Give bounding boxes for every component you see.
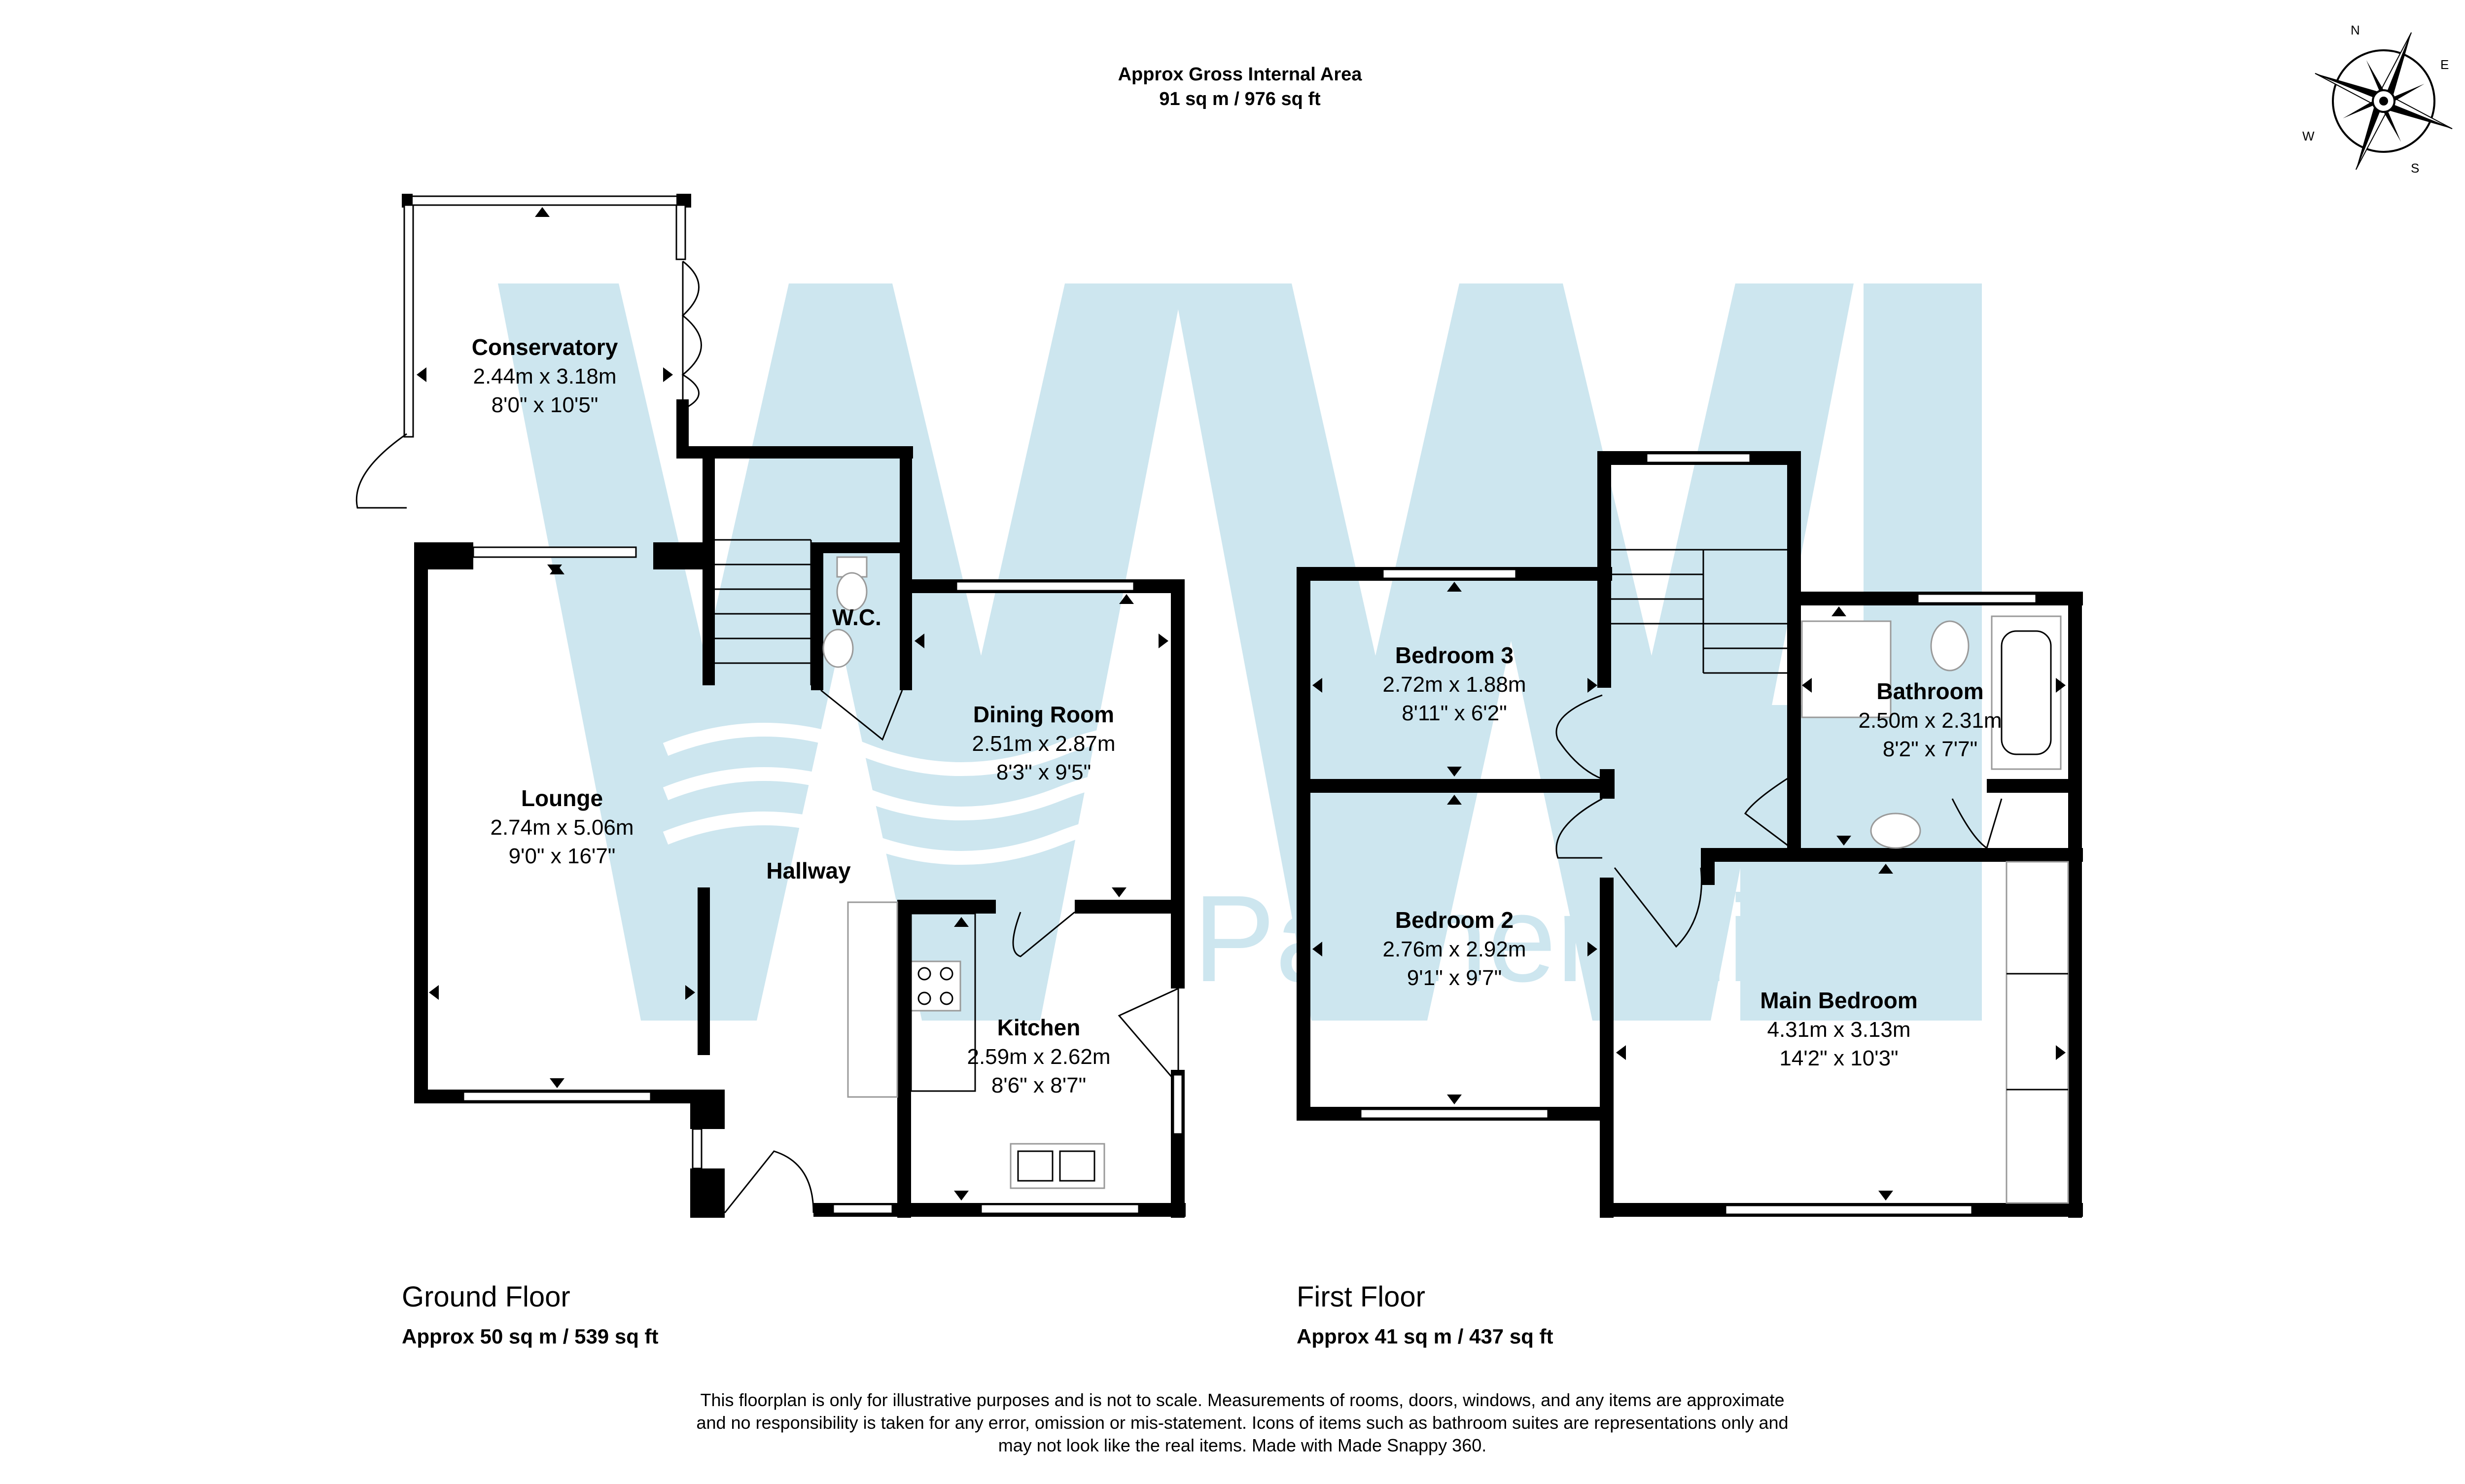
disclaimer: This floorplan is only for illustrative … bbox=[696, 1390, 1788, 1455]
room-metric: 2.72m x 1.88m bbox=[1382, 672, 1526, 697]
first-floor-area: Approx 41 sq m / 437 sq ft bbox=[1297, 1325, 1553, 1348]
room-imperial: 9'0" x 16'7" bbox=[509, 844, 616, 868]
room-metric: 2.59m x 2.62m bbox=[967, 1045, 1110, 1069]
conservatory-window-left bbox=[403, 204, 414, 438]
dining-window bbox=[955, 581, 1135, 592]
room-name: Bathroom bbox=[1876, 678, 1983, 704]
bedroom2-window bbox=[1360, 1108, 1549, 1119]
entrance-side-window bbox=[692, 1128, 703, 1169]
conservatory-side-door bbox=[355, 433, 407, 509]
hall-front-window bbox=[832, 1203, 893, 1214]
room-name: Kitchen bbox=[997, 1015, 1081, 1040]
room-metric: 2.50m x 2.31m bbox=[1858, 708, 2002, 733]
basin-icon bbox=[1870, 813, 1921, 849]
stairwell-window bbox=[1646, 453, 1751, 463]
room-main-bedroom: Main Bedroom 4.31m x 3.13m 14'2" x 10'3" bbox=[1760, 988, 1917, 1070]
room-bedroom3: Bedroom 3 2.72m x 1.88m 8'11" x 6'2" bbox=[1382, 642, 1526, 725]
first-floor-plan bbox=[1297, 451, 2083, 1218]
compass-s: S bbox=[2411, 161, 2419, 176]
room-metric: 2.44m x 3.18m bbox=[473, 364, 616, 389]
kitchen-window-side bbox=[1172, 1074, 1183, 1135]
room-metric: 2.51m x 2.87m bbox=[972, 732, 1115, 756]
front-door bbox=[724, 1150, 814, 1213]
kitchen-back-door bbox=[1118, 988, 1179, 1087]
room-wc: W.C. bbox=[832, 604, 881, 630]
bathroom-door bbox=[1744, 773, 1795, 851]
room-hallway: Hallway bbox=[766, 858, 851, 883]
compass-icon bbox=[2315, 32, 2453, 170]
disclaimer-line: and no responsibility is taken for any e… bbox=[696, 1413, 1788, 1433]
wc-door bbox=[820, 689, 903, 741]
room-dining: Dining Room 2.51m x 2.87m 8'3" x 9'5" bbox=[972, 702, 1115, 784]
room-imperial: 8'11" x 6'2" bbox=[1402, 701, 1507, 725]
room-metric: 2.74m x 5.06m bbox=[490, 815, 634, 840]
gross-area-title: Approx Gross Internal Area bbox=[1118, 64, 1363, 85]
shower-icon bbox=[1801, 620, 1892, 718]
room-imperial: 8'6" x 8'7" bbox=[991, 1073, 1086, 1097]
hob-icon bbox=[910, 960, 961, 1012]
ground-floor-plan bbox=[355, 194, 1186, 1218]
room-kitchen: Kitchen 2.59m x 2.62m 8'6" x 8'7" bbox=[967, 1015, 1110, 1097]
disclaimer-line: may not look like the real items. Made w… bbox=[998, 1435, 1487, 1455]
bedroom3-window bbox=[1382, 568, 1517, 579]
bedroom2-door bbox=[1555, 798, 1603, 859]
room-imperial: 8'3" x 9'5" bbox=[996, 760, 1091, 784]
room-name: Lounge bbox=[521, 785, 603, 811]
compass-n: N bbox=[2351, 23, 2360, 37]
dimension-arrows bbox=[417, 207, 2066, 1201]
bathroom-window bbox=[1917, 593, 2037, 604]
gross-area-value: 91 sq m / 976 sq ft bbox=[1159, 89, 1321, 109]
bath-icon bbox=[1991, 615, 2062, 770]
lounge-patio-door bbox=[472, 546, 637, 558]
room-imperial: 8'0" x 10'5" bbox=[492, 393, 599, 417]
room-imperial: 8'2" x 7'7" bbox=[1883, 737, 1977, 761]
conservatory-window-right bbox=[675, 204, 686, 260]
compass-w: W bbox=[2302, 129, 2315, 143]
room-name: Bedroom 2 bbox=[1395, 907, 1514, 933]
kitchen-door bbox=[1012, 911, 1075, 957]
toilet-icon bbox=[1930, 620, 1970, 671]
main-bedroom-window bbox=[1725, 1204, 1973, 1215]
cupboard-door bbox=[1951, 798, 2003, 849]
wardrobe bbox=[2006, 861, 2069, 1204]
compass-e: E bbox=[2440, 57, 2449, 72]
lounge-window bbox=[462, 1091, 652, 1102]
room-imperial: 14'2" x 10'3" bbox=[1779, 1046, 1898, 1070]
bedroom3-door bbox=[1555, 694, 1603, 780]
first-floor-label: First Floor bbox=[1297, 1281, 1425, 1313]
disclaimer-line: This floorplan is only for illustrative … bbox=[700, 1390, 1784, 1410]
conservatory-window-top bbox=[403, 195, 686, 206]
hallway-cabinet bbox=[847, 901, 898, 1098]
kitchen-window-front bbox=[980, 1203, 1140, 1214]
room-name: Bedroom 3 bbox=[1395, 642, 1514, 668]
room-name: W.C. bbox=[832, 604, 881, 630]
room-name: Dining Room bbox=[973, 702, 1114, 727]
room-name: Hallway bbox=[766, 858, 851, 883]
room-name: Conservatory bbox=[472, 334, 618, 360]
room-metric: 4.31m x 3.13m bbox=[1767, 1018, 1910, 1042]
conservatory-bifold-door bbox=[681, 260, 702, 410]
first-floor-stairs bbox=[1611, 549, 1787, 674]
room-bathroom: Bathroom 2.50m x 2.31m 8'2" x 7'7" bbox=[1858, 678, 2002, 761]
room-name: Main Bedroom bbox=[1760, 988, 1917, 1013]
room-imperial: 9'1" x 9'7" bbox=[1407, 966, 1502, 990]
room-conservatory: Conservatory 2.44m x 3.18m 8'0" x 10'5" bbox=[472, 334, 618, 417]
room-metric: 2.76m x 2.92m bbox=[1382, 937, 1526, 961]
ground-floor-area: Approx 50 sq m / 539 sq ft bbox=[402, 1325, 659, 1348]
ground-floor-label: Ground Floor bbox=[402, 1281, 570, 1313]
room-lounge: Lounge 2.74m x 5.06m 9'0" x 16'7" bbox=[490, 785, 634, 868]
room-bedroom2: Bedroom 2 2.76m x 2.92m 9'1" x 9'7" bbox=[1382, 907, 1526, 990]
